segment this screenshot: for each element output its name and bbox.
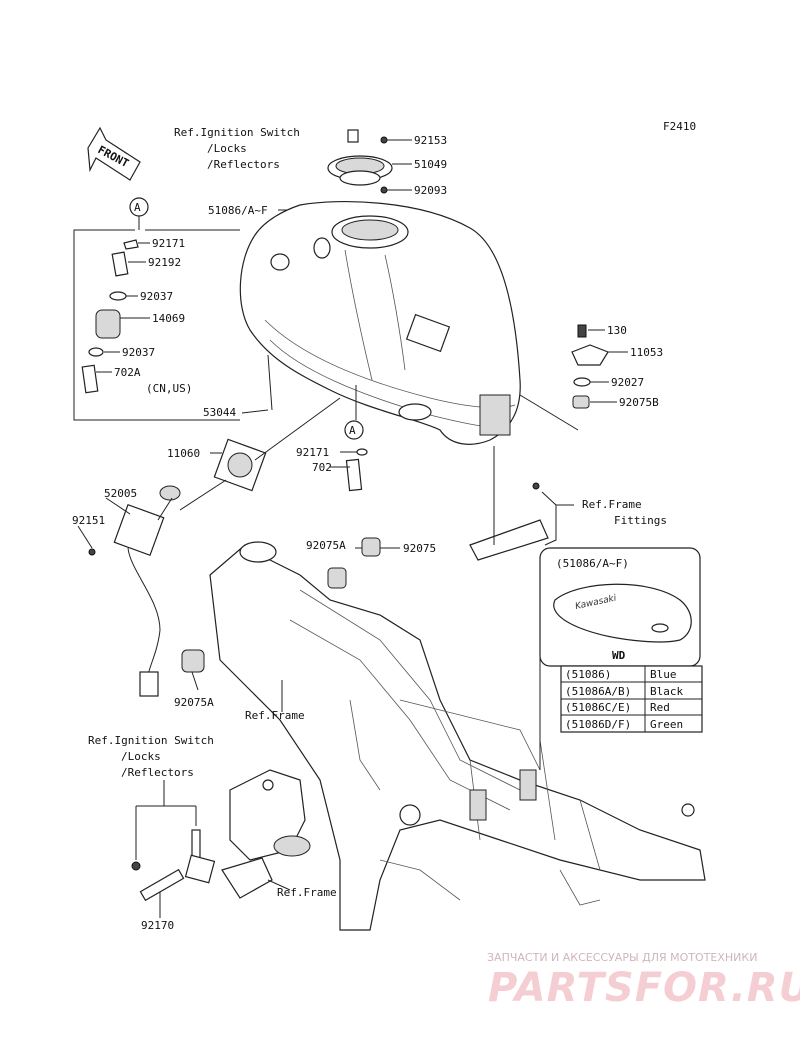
component-stack <box>81 239 139 394</box>
ref-ignition-top-line1: Ref.Ignition Switch <box>174 126 300 139</box>
inset-caption: WD <box>612 649 626 662</box>
label-52005: 52005 <box>104 487 137 500</box>
color-table: (51086) Blue (51086A/B) Black (51086C/E)… <box>560 665 703 733</box>
rear-mount-parts <box>571 324 609 409</box>
label-51049: 51049 <box>414 158 447 171</box>
motorcycle-frame <box>209 541 706 931</box>
color-table-color-3: Red <box>650 701 670 714</box>
ref-ignition-top-line3: /Reflectors <box>207 158 280 171</box>
color-table-code-2: (51086A/B) <box>565 685 631 698</box>
label-92075: 92075 <box>403 542 436 555</box>
ref-ignition-bottom-line3: /Reflectors <box>121 766 194 779</box>
tank-inset: (51086/A~F) Kawasaki WD <box>539 547 701 667</box>
label-92192: 92192 <box>148 256 181 269</box>
gasket-11060 <box>213 438 267 492</box>
watermark-logo: PARTSFOR.RU <box>488 965 800 1011</box>
fuel-cap-assembly <box>327 129 412 194</box>
color-table-code-4: (51086D/F) <box>565 718 631 731</box>
color-table-code-3: (51086C/E) <box>565 701 631 714</box>
callout-a-bracket <box>73 229 240 421</box>
ref-ignition-bottom: Ref.Ignition Switch /Locks /Reflectors <box>88 734 214 779</box>
lock-assembly <box>131 769 311 902</box>
front-arrow-icon: FRONT <box>87 126 141 181</box>
label-51086: 51086/A~F <box>208 204 268 217</box>
inset-title: (51086/A~F) <box>556 557 629 570</box>
label-92037-a: 92037 <box>140 290 173 303</box>
frame-fitting-bracket <box>469 482 549 561</box>
label-53044: 53044 <box>203 406 236 419</box>
label-92075a-bottom: 92075A <box>174 696 214 709</box>
label-14069: 14069 <box>152 312 185 325</box>
label-92093: 92093 <box>414 184 447 197</box>
callout-a-mid-letter: A <box>349 424 356 437</box>
label-92027: 92027 <box>611 376 644 389</box>
fuel-sender-52005 <box>88 485 181 697</box>
color-table-color-4: Green <box>650 718 683 731</box>
callout-a-top: A <box>129 197 149 230</box>
label-11053: 11053 <box>630 346 663 359</box>
label-cn-us: (CN,US) <box>146 382 192 395</box>
color-table-color-1: Blue <box>650 668 677 681</box>
label-702: 702 <box>312 461 332 474</box>
fuel-tank <box>239 201 521 445</box>
ref-frame-label-1: Ref.Frame <box>245 709 305 722</box>
ref-ignition-bottom-line1: Ref.Ignition Switch <box>88 734 214 747</box>
ref-frame-fittings-line1: Ref.Frame <box>582 498 642 511</box>
label-92037-b: 92037 <box>122 346 155 359</box>
figure-code: F2410 <box>663 120 696 133</box>
label-92151: 92151 <box>72 514 105 527</box>
ref-frame-fittings-line2: Fittings <box>614 514 667 527</box>
label-92153: 92153 <box>414 134 447 147</box>
ref-ignition-bottom-line2: /Locks <box>121 750 161 763</box>
label-702a: 702A <box>114 366 141 379</box>
callout-a-top-letter: A <box>134 201 141 214</box>
label-92171-a: 92171 <box>152 237 185 250</box>
watermark-subtitle: ЗАПЧАСТИ И АКСЕССУАРЫ ДЛЯ МОТОТЕХНИКИ <box>487 951 757 964</box>
callout-a-mid: A <box>344 385 368 492</box>
ref-frame-label-2: Ref.Frame <box>277 886 337 899</box>
ref-ignition-top-line2: /Locks <box>207 142 247 155</box>
color-table-color-2: Black <box>650 685 683 698</box>
rubber-mounts <box>181 537 381 673</box>
label-92170: 92170 <box>141 919 174 932</box>
label-92075a-top: 92075A <box>306 539 346 552</box>
label-92075b: 92075B <box>619 396 659 409</box>
watermark: ЗАПЧАСТИ И АКСЕССУАРЫ ДЛЯ МОТОТЕХНИКИ PA… <box>487 951 800 1011</box>
ref-ignition-top: Ref.Ignition Switch /Locks /Reflectors <box>174 126 300 171</box>
label-92171-b: 92171 <box>296 446 329 459</box>
label-11060: 11060 <box>167 447 200 460</box>
color-table-code-1: (51086) <box>565 668 611 681</box>
label-130: 130 <box>607 324 627 337</box>
